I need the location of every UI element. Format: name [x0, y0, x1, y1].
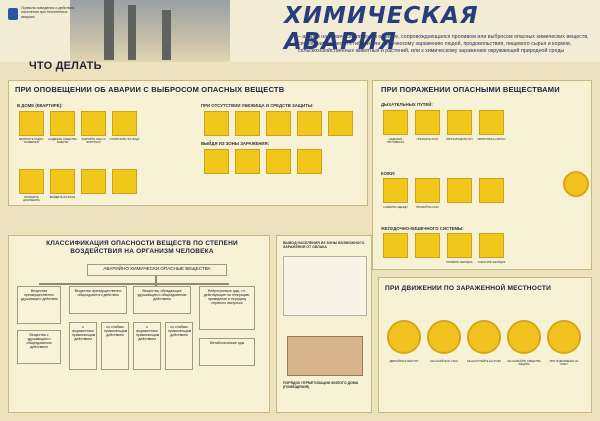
cycle-circle — [563, 171, 589, 197]
alert-tile-8 — [112, 169, 137, 194]
skin-tile-3 — [447, 178, 472, 203]
evacuation-label: ВЫВОД НАСЕЛЕНИЯ ИЗ ЗОНЫ ВОЗМОЖНОГО ЗАРАЖ… — [283, 241, 365, 250]
branch-line — [39, 283, 229, 285]
lesion-caption-6: ПРОМОЙТЕ КОЖУ — [415, 206, 440, 209]
zone-tile-1 — [204, 149, 229, 174]
skin-tile-1 — [383, 178, 408, 203]
airways-label: ДЫХАТЕЛЬНЫХ ПУТЕЙ: — [381, 102, 433, 107]
gi-tile-4 — [479, 233, 504, 258]
lesion-panel: ПРИ ПОРАЖЕНИИ ОПАСНЫМИ ВЕЩЕСТВАМИ ДЫХАТЕ… — [372, 80, 592, 270]
alert-panel: ПРИ ОПОВЕЩЕНИИ ОБ АВАРИИ С ВЫБРОСОМ ОПАС… — [8, 80, 368, 206]
class-sub-5: Метаболические яды — [199, 338, 255, 366]
movement-caption-1: ДВИГАЙТЕСЬ БЫСТРО — [389, 360, 419, 363]
movement-circle-4 — [507, 320, 541, 354]
alert-caption-1: ВКЛЮЧИТЕ РАДИО, ТЕЛЕВИЗОР — [19, 138, 44, 145]
gi-tile-1 — [383, 233, 408, 258]
alert-tile-7 — [81, 169, 106, 194]
skin-tile-2 — [415, 178, 440, 203]
lesion-caption-5: СНИМИТЕ ОДЕЖДУ — [383, 206, 408, 209]
class-sub-2: со слабым прижигающим действием — [101, 322, 129, 370]
alert-tile-2 — [50, 111, 75, 136]
movement-caption-4: НЕ СНИМАЙТЕ СРЕДСТВА ЗАЩИТЫ — [507, 360, 541, 367]
skin-label: КОЖИ: — [381, 171, 396, 176]
alert-caption-6: ВЫЙДИТЕ ИЗ ЗОНЫ — [49, 196, 76, 199]
lesion-caption-4: ОБРАТИТЕСЬ К ВРАЧУ — [477, 138, 506, 141]
shelter-tile-5 — [328, 111, 353, 136]
shelter-tile-3 — [266, 111, 291, 136]
lesion-caption-3: ПРОПОЛОЩИТЕ РОТ — [446, 138, 473, 141]
factory-photo — [70, 0, 230, 62]
at-home-label: В ДОМЕ (КВАРТИРЕ): — [17, 103, 63, 108]
zone-tile-3 — [266, 149, 291, 174]
evacuation-map — [283, 256, 367, 316]
shelter-tile-1 — [204, 111, 229, 136]
movement-caption-5: ПРИ ПОДОЗРЕНИИ НА КОЖУ — [549, 360, 579, 367]
lesion-tile-2 — [415, 110, 440, 135]
alert-caption-4: ОТКЛЮЧИТЕ ГАЗ, ВОДУ — [109, 138, 140, 141]
gi-tile-2 — [415, 233, 440, 258]
movement-circle-1 — [387, 320, 421, 354]
classification-root: АВАРИЙНО ХИМИЧЕСКИ ОПАСНЫЕ ВЕЩЕСТВА — [87, 264, 227, 276]
movement-circle-3 — [467, 320, 501, 354]
lesion-caption-2: ПОКИНЬТЕ ЗОНУ — [416, 138, 439, 141]
zone-tile-4 — [297, 149, 322, 174]
no-shelter-label: ПРИ ОТСУТСТВИИ УБЕЖИЩА И СРЕДСТВ ЗАЩИТЫ: — [201, 103, 314, 108]
alert-caption-2: НАДЕНЬТЕ СРЕДСТВА ЗАЩИТЫ — [48, 138, 77, 145]
lesion-tile-1 — [383, 110, 408, 135]
class-col-1: Вещества преимущественно общеядовитого д… — [69, 286, 127, 314]
building-illustration — [287, 336, 363, 376]
gi-tile-3 — [447, 233, 472, 258]
class-sub-4: со слабым прижигающим действием — [165, 322, 193, 370]
movement-caption-3: НЕ НАСТУПАЙТЕ НА ЛУЖИ — [466, 360, 502, 363]
movement-panel: ПРИ ДВИЖЕНИИ ПО ЗАРАЖЕННОЙ МЕСТНОСТИ ДВИ… — [378, 277, 592, 413]
movement-caption-2: НЕ КАСАЙТЕСЬ СТЕН — [430, 360, 458, 363]
shelter-tile-2 — [235, 111, 260, 136]
classification-panel: КЛАССИФИКАЦИЯ ОПАСНОСТИ ВЕЩЕСТВ ПО СТЕПЕ… — [8, 235, 270, 413]
movement-circle-2 — [427, 320, 461, 354]
classification-title: КЛАССИФИКАЦИЯ ОПАСНОСТИ ВЕЩЕСТВ ПО СТЕПЕ… — [46, 240, 238, 255]
alert-tile-4 — [112, 111, 137, 136]
chimney-2 — [128, 5, 136, 60]
class-left-top: Вещества преимущественно удушающего дейс… — [17, 286, 61, 324]
gi-label: ЖЕЛУДОЧНО-КИШЕЧНОГО СИСТЕМЫ: — [381, 226, 464, 231]
zone-tile-2 — [235, 149, 260, 174]
alert-tile-5 — [19, 169, 44, 194]
alert-caption-5: ВОЗЬМИТЕ ДОКУМЕНТЫ — [23, 196, 40, 203]
alert-title: ПРИ ОПОВЕЩЕНИИ ОБ АВАРИИ С ВЫБРОСОМ ОПАС… — [15, 85, 285, 94]
lesion-tile-4 — [479, 110, 504, 135]
emergency-logo-icon — [8, 8, 18, 20]
lesion-tile-3 — [447, 110, 472, 135]
lesion-caption-8: ОЧИСТИТЕ ЖЕЛУДОК — [477, 261, 506, 264]
lesion-caption-7: ПРИМИТЕ ЖЕЛУДОК — [446, 261, 473, 264]
definition-text: – авария на химически опасном объекте, с… — [298, 34, 589, 54]
shelter-tile-4 — [297, 111, 322, 136]
building-label: ПОРЯДОК ГЕРМЕТИЗАЦИИ ЖИЛОГО ДОМА (ПОМЕЩЕ… — [283, 381, 359, 390]
evacuation-panel: ВЫВОД НАСЕЛЕНИЯ ИЗ ЗОНЫ ВОЗМОЖНОГО ЗАРАЖ… — [276, 235, 372, 413]
movement-circle-5 — [547, 320, 581, 354]
alert-tile-1 — [19, 111, 44, 136]
class-col-3: Нейротропные яды, т.е. действующие на ге… — [199, 286, 255, 330]
lesion-caption-1: НАДЕНЬТЕ ПРОТИВОГАЗ — [386, 138, 405, 145]
alert-caption-3: ЗАКРОЙТЕ ОКНА И ФОРТОЧКИ — [81, 138, 106, 145]
logo-text: Правила поведения и действия населения п… — [21, 6, 74, 19]
class-col-2: Вещества, обладающие удушающим и общеядо… — [133, 286, 191, 314]
skin-tile-4 — [479, 178, 504, 203]
leave-zone-label: ВЫЙДЯ ИЗ ЗОНЫ ЗАРАЖЕНИЯ: — [201, 141, 270, 146]
chimney-3 — [162, 10, 171, 60]
root-line — [155, 276, 157, 286]
class-left-bottom: Вещества с удушающим и общеядовитым дейс… — [17, 330, 61, 364]
class-sub-1: с выраженным прижигающим действием — [69, 322, 97, 370]
movement-title: ПРИ ДВИЖЕНИИ ПО ЗАРАЖЕННОЙ МЕСТНОСТИ — [385, 285, 552, 292]
page-title: ХИМИЧЕСКАЯ АВАРИЯ — [284, 3, 479, 55]
lesion-title: ПРИ ПОРАЖЕНИИ ОПАСНЫМИ ВЕЩЕСТВАМИ — [381, 85, 560, 94]
what-to-do-title: ЧТО ДЕЛАТЬ — [29, 60, 102, 72]
class-sub-3: с выраженным прижигающим действием — [133, 322, 161, 370]
alert-tile-3 — [81, 111, 106, 136]
alert-tile-6 — [50, 169, 75, 194]
chimney-1 — [104, 0, 114, 60]
